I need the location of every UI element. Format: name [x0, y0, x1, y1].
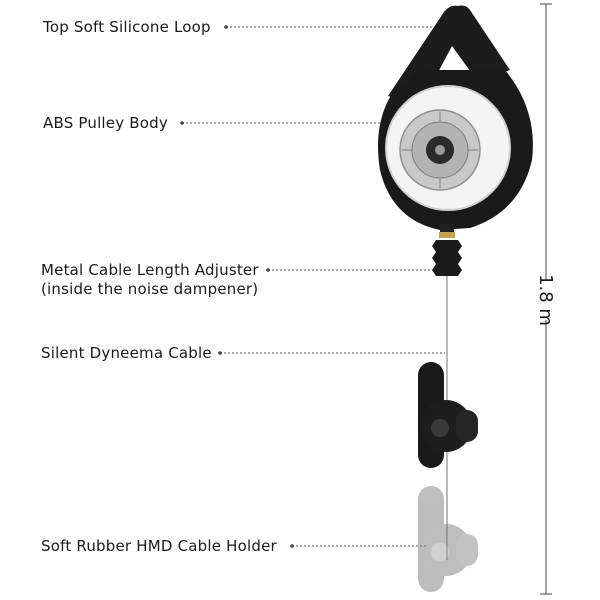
leader-lines — [182, 26, 445, 547]
callout-holder: Soft Rubber HMD Cable Holder — [41, 537, 277, 555]
pulley-neck — [440, 224, 454, 234]
callout-body: ABS Pulley Body — [43, 114, 168, 132]
noise-dampener — [432, 240, 462, 276]
cable-holder-clip-icon — [418, 362, 478, 468]
leader-dot-loop — [224, 25, 228, 29]
cable-holder-faded-icon — [418, 486, 478, 592]
leader-dot-adjuster — [266, 268, 270, 272]
leader-dot-cable — [218, 351, 222, 355]
callout-adjuster-line2: (inside the noise dampener) — [41, 280, 259, 298]
leader-dot-body — [180, 121, 184, 125]
callout-adjuster-line1: Metal Cable Length Adjuster — [41, 261, 259, 279]
callout-adjuster: Metal Cable Length Adjuster (inside the … — [41, 261, 259, 299]
pulley-axle — [435, 145, 445, 155]
metal-adjuster-ring — [439, 232, 455, 238]
callout-cable: Silent Dyneema Cable — [41, 344, 212, 362]
callout-loop: Top Soft Silicone Loop — [43, 18, 211, 36]
pulley-icon — [378, 5, 533, 276]
leader-dot-holder — [290, 544, 294, 548]
pulley-spokes — [402, 112, 478, 188]
leader-dots — [180, 25, 294, 548]
dimension-label: 1.8 m — [526, 274, 566, 326]
